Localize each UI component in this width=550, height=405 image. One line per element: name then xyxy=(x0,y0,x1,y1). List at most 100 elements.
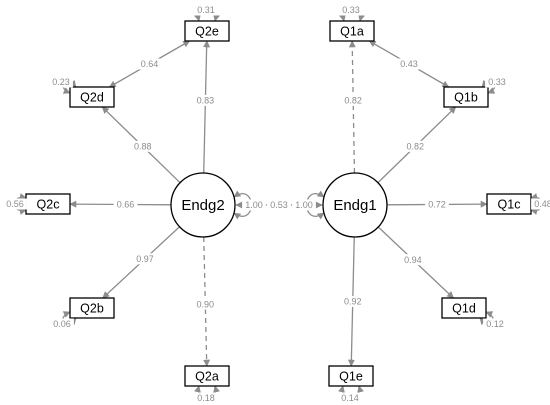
loading-label-q1a-text: 0.82 xyxy=(344,96,362,106)
covariance-label-endg2-endg1-text: 0.53 xyxy=(270,200,288,210)
loading-label-q2e: 0.83 xyxy=(193,94,218,106)
residual-label-q1e: 0.14 xyxy=(338,392,362,404)
loading-label-q2d-text: 0.88 xyxy=(134,142,152,152)
observed-box-q2b xyxy=(69,297,115,319)
residual-label-q2d-text: 0.23 xyxy=(52,77,70,87)
loading-label-q2d: 0.88 xyxy=(130,140,155,152)
loading-label-q1e-text: 0.92 xyxy=(344,297,362,307)
observed-node-q1e[interactable]: Q1e xyxy=(328,365,374,387)
observed-node-q2a[interactable]: Q2a xyxy=(184,365,230,387)
loading-label-q1e-bg xyxy=(340,295,365,307)
variance-label-endg2: 1.00 xyxy=(242,199,266,211)
observed-label-q1d: Q1d xyxy=(452,302,476,316)
observed-box-q2d xyxy=(69,86,115,108)
observed-node-q1a[interactable]: Q1a xyxy=(329,20,375,42)
residual-label-q1c-text: 0.48 xyxy=(534,199,550,209)
loading-label-q1d-text: 0.94 xyxy=(404,255,422,265)
observed-label-q2a: Q2a xyxy=(195,370,219,384)
residual-label-q2a-text: 0.18 xyxy=(197,393,215,403)
observed-box-q2e xyxy=(184,20,230,42)
variance-label-endg1-bg xyxy=(292,199,316,211)
residual-label-q2d: 0.23 xyxy=(49,76,73,88)
residual-label-q2e-text: 0.31 xyxy=(197,5,215,15)
residual-label-q1b-text: 0.33 xyxy=(488,77,506,87)
loading-label-q1a: 0.82 xyxy=(341,94,366,106)
observed-node-q2d[interactable]: Q2d xyxy=(69,86,115,108)
observed-box-q1e xyxy=(328,365,374,387)
observed-label-q2c: Q2c xyxy=(37,198,60,212)
residual-label-q2c: 0.56 xyxy=(3,198,27,210)
residual-label-q1c: 0.48 xyxy=(531,198,550,210)
covariance-label-q2e-q2d-bg xyxy=(137,58,162,70)
loading-edge-endg1-q1a xyxy=(348,40,356,174)
loading-label-q2b-text: 0.97 xyxy=(136,254,154,264)
loading-label-q2c: 0.66 xyxy=(113,199,138,211)
loading-label-q1b: 0.82 xyxy=(403,140,428,152)
loading-label-q1c-bg xyxy=(425,198,449,210)
residual-label-q2b-text: 0.06 xyxy=(53,319,71,329)
residual-label-q2b: 0.06 xyxy=(50,318,74,330)
observed-label-q2e: Q2e xyxy=(195,25,219,39)
observed-label-q2b: Q2b xyxy=(80,302,104,316)
latent-label-endg1: Endg1 xyxy=(333,197,376,214)
residual-label-q1b: 0.33 xyxy=(485,76,509,88)
covariance-label-endg2-endg1: 0.53 xyxy=(267,199,291,211)
loading-edge-endg2-q2e xyxy=(203,40,211,174)
residual-label-q1c-bg xyxy=(531,198,550,210)
residual-label-q1e-text: 0.14 xyxy=(341,393,359,403)
latent-circle-endg1 xyxy=(322,172,388,238)
observed-node-q1c[interactable]: Q1c xyxy=(486,193,532,215)
loading-label-q1c: 0.72 xyxy=(425,198,449,210)
residual-label-q2e-bg xyxy=(194,4,218,16)
observed-node-q2c[interactable]: Q2c xyxy=(25,193,71,215)
loading-label-q1a-bg xyxy=(341,94,366,106)
residual-label-q2a: 0.18 xyxy=(194,392,218,404)
loading-label-q2a-text: 0.90 xyxy=(197,299,215,309)
loading-label-q2e-text: 0.83 xyxy=(197,96,215,106)
observed-box-q1a xyxy=(329,20,375,42)
latent-label-endg2: Endg2 xyxy=(181,197,224,214)
observed-node-q1b[interactable]: Q1b xyxy=(443,86,489,108)
loading-label-q1b-bg xyxy=(403,140,428,152)
variance-label-endg2-text: 1.00 xyxy=(245,200,263,210)
residual-label-q1b-bg xyxy=(485,76,509,88)
residual-label-q2a-bg xyxy=(194,392,218,404)
residual-label-q1d-bg xyxy=(483,318,507,330)
observed-label-q1a: Q1a xyxy=(340,25,364,39)
variance-label-endg2-bg xyxy=(242,199,266,211)
loading-label-q1e: 0.92 xyxy=(340,295,365,307)
covariance-label-q2e-q2d-text: 0.64 xyxy=(141,59,159,69)
observed-box-q2a xyxy=(184,365,230,387)
observed-label-q1b: Q1b xyxy=(454,91,478,105)
variance-label-endg1: 1.00 xyxy=(292,199,316,211)
loading-label-q2c-bg xyxy=(113,199,138,211)
residual-label-q2e: 0.31 xyxy=(194,4,218,16)
loading-label-q1c-text: 0.72 xyxy=(428,200,446,210)
loading-label-q1d-bg xyxy=(400,254,425,266)
observed-node-q2e[interactable]: Q2e xyxy=(184,20,230,42)
residual-label-q1e-bg xyxy=(338,392,362,404)
covariance-label-q1a-q1b-text: 0.43 xyxy=(400,59,418,69)
covariance-label-q1a-q1b-bg xyxy=(397,58,421,70)
covariance-label-endg2-endg1-bg xyxy=(267,199,291,211)
loading-label-q2b-bg xyxy=(133,253,157,265)
loading-label-q1b-text: 0.82 xyxy=(407,142,425,152)
observed-label-q1e: Q1e xyxy=(339,370,363,384)
residual-label-q2c-text: 0.56 xyxy=(6,199,24,209)
covariance-label-q2e-q2d: 0.64 xyxy=(137,58,162,70)
loading-label-q2c-text: 0.66 xyxy=(117,200,135,210)
residual-label-q2d-bg xyxy=(49,76,73,88)
variance-label-endg1-text: 1.00 xyxy=(295,200,313,210)
residual-label-q1d: 0.12 xyxy=(483,318,507,330)
covariance-label-q1a-q1b: 0.43 xyxy=(397,58,421,70)
loading-label-q2d-bg xyxy=(130,140,155,152)
residual-label-q2b-bg xyxy=(50,318,74,330)
latent-node-endg2[interactable]: Endg2 xyxy=(170,172,236,238)
residual-label-q1a-text: 0.33 xyxy=(342,5,360,15)
observed-node-q2b[interactable]: Q2b xyxy=(69,297,115,319)
observed-node-q1d[interactable]: Q1d xyxy=(441,297,487,319)
loading-label-q1d: 0.94 xyxy=(400,254,425,266)
latent-node-endg1[interactable]: Endg1 xyxy=(322,172,388,238)
residual-label-q2c-bg xyxy=(3,198,27,210)
